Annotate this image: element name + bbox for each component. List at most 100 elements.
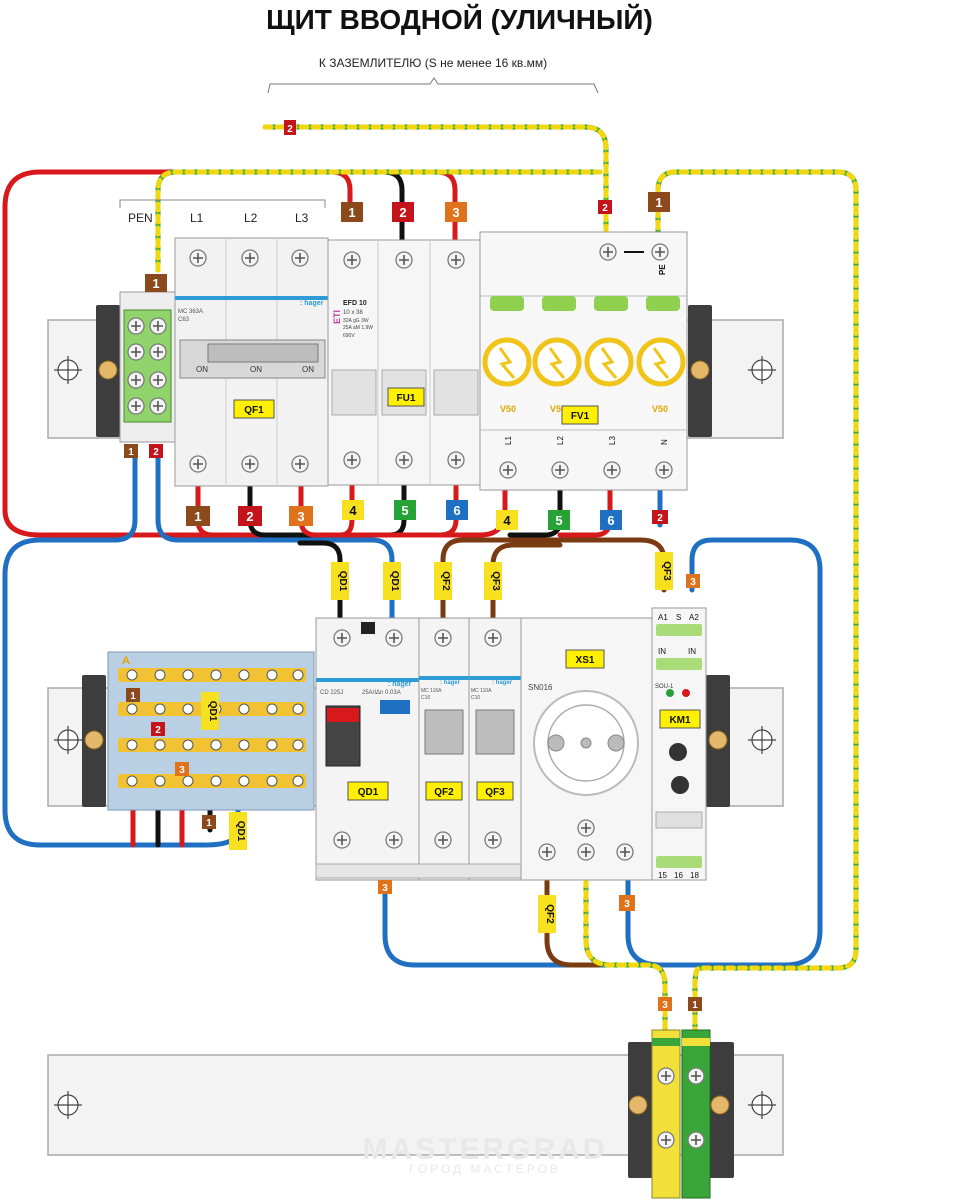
watermark-title: MASTERGRAD [362,1133,608,1166]
crossblock-screws [126,669,304,787]
qf2-rating: C16 [421,695,430,701]
marker-fv1-n-2-text: 2 [657,513,663,524]
pen-label: PEN [128,211,153,225]
km1-top-a1: A1 [658,613,668,622]
marker-qf2-top [434,562,452,600]
xs1-label: XS1 [576,655,595,666]
marker-qd1-b [383,562,401,600]
marker-qd1-a-text: QD1 [337,571,348,592]
marker-qf1-out-1 [186,506,210,526]
marker-n-bottom-3-text: 3 [382,883,388,894]
ground-brace [267,77,599,94]
qf1-on-2: ON [250,365,262,374]
marker-qf1-out-2 [238,506,262,526]
fv1-terminal-l3: L3 [608,436,617,445]
fu1-fuse-holder: ETI EFD 10 10 x 38 32A gG 3W 25A aM 1.9W… [327,239,481,486]
wires [2,124,859,1033]
marker-fv1-in-4-text: 4 [503,513,511,528]
marker-pen-1-text: 1 [152,276,159,291]
qd1-label: QD1 [358,787,379,798]
wire-markers: 2 1 2 3 2 1 1 1 2 1 2 3 4 5 6 4 5 6 [124,120,702,1011]
qf1-label-box [233,399,275,419]
marker-term-3-text: 3 [662,1000,668,1011]
wire-brown-xs1 [544,877,603,968]
qf3-model: MC 110A [471,688,492,694]
fu1-model: EFD 10 [343,300,367,307]
marker-pe-1-fv1 [648,192,670,212]
fu1-spec1: 32A gG 3W [343,318,369,324]
marker-n-1-left-text: 1 [128,447,134,458]
crossblock-letter: A [122,655,130,667]
marker-term-1 [688,997,702,1011]
wire-qf1-l2 [247,477,407,538]
marker-n-bottom-3 [378,880,392,894]
marker-fu1-out-4-text: 4 [349,503,357,518]
marker-fv1-in-6-text: 6 [607,513,614,528]
qd1-label-box [347,781,389,801]
marker-cb-2-text: 2 [155,725,161,736]
qf3-brand: : hager [492,680,513,686]
marker-pen-1 [145,274,167,292]
km1-top-s: S [676,613,681,622]
marker-cb-2 [151,722,165,736]
fv1-terminal-l1: L1 [504,436,513,445]
fu1-spec2: 25A aM 1.9W [343,325,373,331]
qf3-label: QF3 [485,787,505,798]
marker-l2-top-text: 2 [399,205,406,220]
qf1-brand: : hager [300,300,324,307]
marker-cb-n-qd1-text: QD1 [235,821,246,842]
marker-l1-top-text: 1 [348,205,355,220]
marker-km1-3 [686,574,700,588]
marker-qf1-out-3-text: 3 [297,509,304,524]
wire-brown-qf3 [490,542,563,623]
marker-l3-top [445,202,467,222]
qf1-model: MC 363A [178,309,203,315]
wire-qf1-l1 [195,477,355,538]
marker-term-3 [658,997,672,1011]
marker-km1-3-text: 3 [690,577,696,588]
km1-in-2: IN [688,647,696,656]
l1-label: L1 [190,211,204,225]
wire-brown-qf2 [440,537,667,623]
marker-n-1-left [124,444,138,458]
marker-fv1-in-6 [600,510,622,530]
wire-qd1-l [297,540,343,623]
wire-neutral-loop [2,447,241,848]
qf2-label-box [425,781,463,801]
qd1-model: CD 225J [320,690,343,696]
marker-n-2-left [149,444,163,458]
marker-qf2-top-text: QF2 [440,571,451,591]
km1-in-1: IN [658,647,666,656]
qf2-model: MC 116A [421,688,442,694]
fv1-surge-protector: PE V50 V50 V50 FV1 L1 L2 L3 N [479,231,688,491]
km1-model: SOU-1 [655,684,674,690]
page-title: ЩИТ ВВОДНОЙ (УЛИЧНЫЙ) [266,4,653,35]
marker-qf1-out-2-text: 2 [246,509,253,524]
marker-pe-1-fv1-text: 1 [655,195,662,210]
xs1-model: SN016 [528,683,553,692]
marker-qf3-top [484,562,502,600]
marker-fv1-in-4 [496,510,518,530]
marker-pe-2-fv1-text: 2 [602,203,608,214]
crossblock: A [107,651,315,811]
qf2-brand: : hager [440,680,461,686]
km1-bottom-18: 18 [690,871,699,880]
fv1-module-3 [584,296,634,387]
marker-pe-2-top [284,120,296,135]
marker-cb-3 [175,762,189,776]
fv1-model-2: V50 [550,404,566,414]
marker-qf3-km1 [655,552,673,590]
output-terminals [651,1029,711,1199]
km1-top-a2: A2 [689,613,699,622]
qf3-rating: C10 [471,695,480,701]
qf2-label: QF2 [434,787,454,798]
marker-qf3-km1-text: QF3 [661,561,672,581]
fv1-terminal-l2: L2 [556,436,565,445]
qd1-rcbo: : hager CD 225J 25A/IΔn 0.03A QD1 [315,617,420,881]
marker-fu1-out-6-text: 6 [453,503,460,518]
marker-cb-1-text: 1 [130,691,136,702]
marker-qf3-top-text: QF3 [490,571,501,591]
fu1-label-box [387,387,425,407]
wire-neutral-right [625,537,823,968]
km1-relay: A1 S A2 IN IN SOU-1 KM1 15 16 18 [651,607,707,881]
